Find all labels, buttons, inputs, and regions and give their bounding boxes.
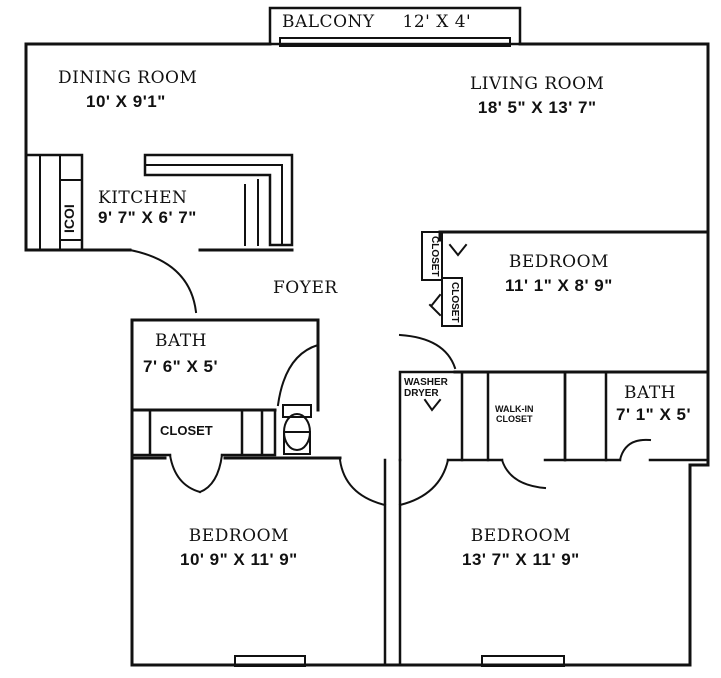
closet-v-arrows — [428, 243, 468, 317]
bedroom-left-door-swing — [338, 458, 387, 507]
balcony-outline — [268, 6, 522, 46]
bath-left-walls — [130, 318, 320, 412]
kitchen-label: KITCHEN 9' 7" X 6' 7" — [98, 188, 197, 227]
dining-label: DINING ROOM 10' X 9'1" — [58, 68, 198, 111]
balcony-label: BALCONY 12' X 4' — [282, 14, 471, 31]
bedroom-mid-dims: 13' 7" X 11' 9" — [462, 550, 580, 569]
dining-dims: 10' X 9'1" — [86, 92, 166, 111]
walkin-door-swing — [500, 458, 547, 490]
bedroom-right-dims: 11' 1" X 8' 9" — [505, 276, 613, 295]
washer-line1: WASHER — [404, 377, 448, 388]
kitchen-left-counter — [24, 153, 84, 252]
fridge-label: ICOI — [61, 204, 77, 233]
closet-left-walls — [130, 408, 277, 457]
bedroom-left-name: BEDROOM — [188, 526, 289, 546]
walkin-label: WALK-IN CLOSET — [495, 404, 534, 425]
closet-left-label: CLOSET — [160, 423, 213, 438]
closet-v2-box — [441, 277, 463, 327]
window-left — [234, 655, 306, 667]
bedroom-left-label: BEDROOM 10' 9" X 11' 9" — [180, 526, 298, 569]
bath-left-name: BATH — [155, 331, 208, 351]
balcony-window — [279, 37, 511, 47]
closet-v2-label: CLOSET — [449, 282, 460, 323]
kitchen-door-swing — [128, 248, 198, 314]
washer-label: WASHER DRYER — [404, 377, 448, 399]
fridge-box — [59, 179, 83, 241]
bedroom-mid-label: BEDROOM 13' 7" X 11' 9" — [462, 526, 580, 569]
closet-v1-box — [421, 231, 443, 281]
closet-left-door1 — [168, 453, 202, 494]
hall-wall-left — [383, 458, 402, 667]
bedroom-right-walls — [438, 230, 710, 242]
walkin-line2: CLOSET — [495, 413, 533, 424]
bath-left-label: BATH 7' 6" X 5' — [143, 331, 218, 376]
bath-left-dims: 7' 6" X 5' — [143, 357, 219, 376]
bath-left-door-swing — [276, 343, 320, 407]
foyer-label: FOYER — [273, 278, 338, 298]
living-label: LIVING ROOM 18' 5" X 13' 7" — [470, 74, 605, 117]
walkin-line1: WALK-IN — [495, 404, 534, 414]
dining-name: DINING ROOM — [58, 68, 198, 88]
kitchen-dims: 9' 7" X 6' 7" — [98, 208, 197, 227]
bath-right-label: BATH 7' 1" X 5' — [616, 383, 692, 424]
balcony-dims: 12' X 4' — [402, 12, 472, 32]
kitchen-l-inner — [144, 164, 283, 246]
closet-v1-label: CLOSET — [429, 236, 440, 277]
bedroom-left-dims: 10' 9" X 11' 9" — [180, 550, 298, 569]
balcony-name: BALCONY — [282, 12, 375, 32]
toilet-tank — [282, 404, 312, 418]
bath-right-dims: 7' 1" X 5' — [616, 405, 692, 424]
bedroom-mid-door-swing — [398, 458, 450, 507]
bedroom-right-label: BEDROOM 11' 1" X 8' 9" — [505, 252, 613, 295]
bath-right-door-swing — [618, 438, 652, 462]
living-dims: 18' 5" X 13' 7" — [477, 98, 597, 117]
bedroom-right-name: BEDROOM — [508, 252, 609, 272]
living-name: LIVING ROOM — [470, 74, 605, 94]
washer-door — [423, 398, 442, 412]
kitchen-l-counter — [143, 153, 294, 247]
right-wall-step — [688, 463, 710, 667]
kitchen-name: KITCHEN — [98, 188, 188, 208]
bath-right-walls — [563, 370, 710, 462]
toilet-base — [283, 431, 311, 455]
bedroom-right-door-swing — [398, 333, 457, 370]
washer-line2: DRYER — [404, 388, 439, 399]
bedroom-mid-name: BEDROOM — [470, 526, 571, 546]
washer-dryer-walls — [398, 370, 464, 462]
window-right — [481, 655, 565, 667]
kitchen-left-counter-line — [39, 154, 61, 251]
closet-left-door2 — [198, 453, 224, 494]
bath-right-name: BATH — [624, 383, 677, 403]
